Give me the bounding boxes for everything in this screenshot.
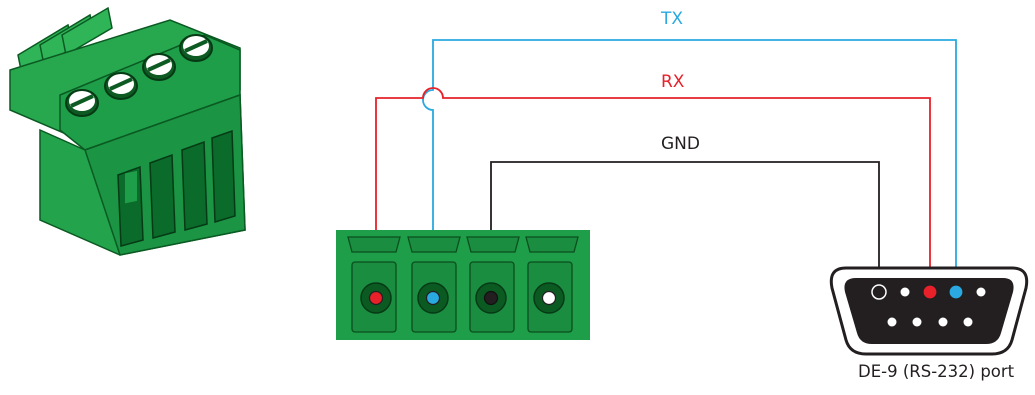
rx-label: RX (661, 72, 685, 92)
screw-icon (65, 89, 99, 117)
terminal-position (525, 236, 579, 333)
gnd-label: GND (661, 134, 700, 154)
screw-icon (104, 72, 138, 100)
gnd-wire (490, 161, 880, 296)
de9-port-icon (829, 266, 1029, 356)
screw-icon (142, 53, 176, 81)
terminal-block-connector-icon (9, 6, 246, 256)
port-label: DE-9 (RS-232) port (858, 362, 1015, 381)
terminal-position (347, 236, 401, 333)
screw-icon (179, 34, 213, 62)
terminal-position (407, 236, 461, 333)
terminal-block-front-icon (336, 230, 590, 340)
rx-wire (375, 87, 931, 296)
wires (375, 39, 957, 298)
tx-label: TX (661, 9, 684, 29)
terminal-position (466, 236, 520, 333)
